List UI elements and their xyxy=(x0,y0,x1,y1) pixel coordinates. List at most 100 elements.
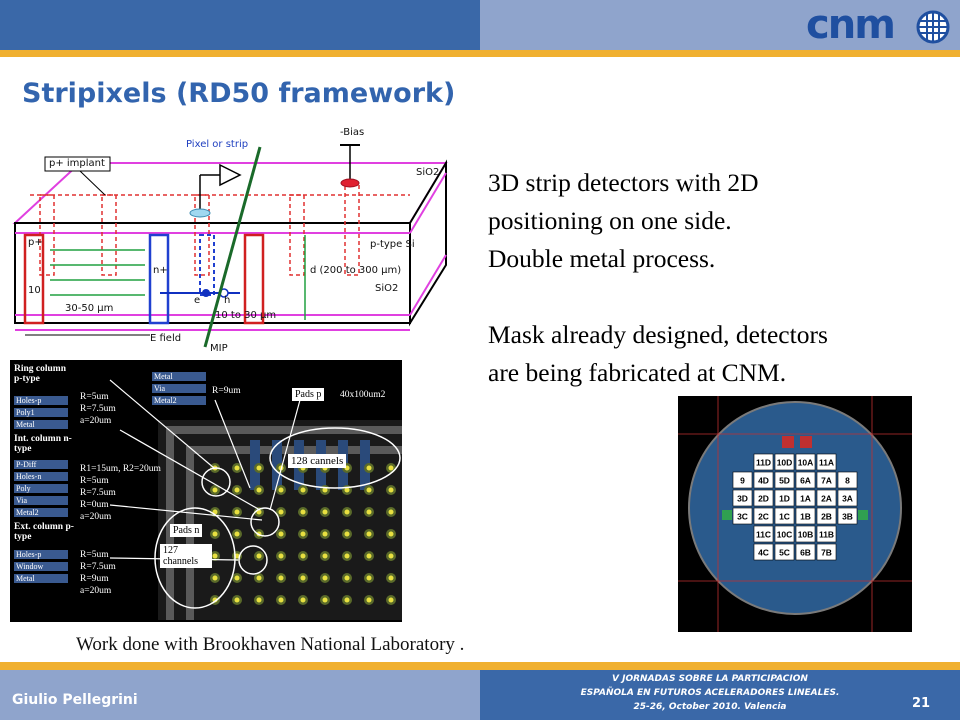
ten-label: 10 xyxy=(28,285,41,296)
wafer-cell-label: 1A xyxy=(800,494,811,504)
int-r0: R=0um xyxy=(80,500,109,510)
wafer-cell xyxy=(732,489,753,507)
ring-column-label: Ring column p-type xyxy=(14,364,66,384)
wafer-cell xyxy=(816,489,837,507)
wafer-cell-label: 5D xyxy=(779,476,790,486)
wafer-cell xyxy=(753,471,774,489)
slide-body: 3D strip detectors with 2D positioning o… xyxy=(488,164,928,392)
ring-r5: R=5um xyxy=(80,392,109,402)
author-name: Giulio Pellegrini xyxy=(12,692,138,708)
ext-r75: R=7.5um xyxy=(80,562,116,572)
int-r1: R1=15um, R2=20um xyxy=(80,464,161,474)
header-accent-line xyxy=(0,50,960,57)
conference-line: ESPAÑOLA EN FUTUROS ACELERADORES LINEALE… xyxy=(580,688,840,698)
wafer-cell-label: 11A xyxy=(819,458,834,468)
slide-title: Stripixels (RD50 framework) xyxy=(22,78,456,109)
efield-label: E field xyxy=(150,333,182,344)
wafer-cell xyxy=(837,471,858,489)
wafer-cell-label: 6A xyxy=(800,476,811,486)
pitch-label: 30-50 µm xyxy=(65,303,114,314)
pads-p-label: Pads p xyxy=(292,388,325,401)
wafer-cell xyxy=(795,543,816,561)
page-number: 21 xyxy=(912,696,931,711)
nplus-label: n+ xyxy=(153,265,168,276)
wafer-cell xyxy=(753,507,774,525)
legend-item: Metal2 xyxy=(152,396,206,405)
wafer-cell-label: 8 xyxy=(845,476,850,486)
wafer-cell-label: 6B xyxy=(800,548,811,558)
legend-item: Via xyxy=(14,496,68,505)
legend-item: Via xyxy=(152,384,206,393)
pplus-label: p+ xyxy=(28,237,43,248)
header-bar-left xyxy=(0,0,480,50)
int-a20: a=20um xyxy=(80,512,112,522)
wafer-cell xyxy=(816,453,837,471)
thickness-label: d (200 to 300 µm) xyxy=(310,265,402,276)
mask-drawing xyxy=(109,379,402,620)
wafer-cell-label: 7A xyxy=(821,476,832,486)
conference-line: V JORNADAS SOBRE LA PARTICIPACION xyxy=(612,674,808,684)
ext-r9: R=9um xyxy=(80,574,109,584)
legend-item: Metal xyxy=(14,574,68,583)
body-line: 3D strip detectors with 2D xyxy=(488,168,759,197)
legend-item: Window xyxy=(14,562,68,571)
ext-a20: a=20um xyxy=(80,586,112,596)
wafer-cell-label: 1C xyxy=(779,512,790,522)
ptype-label: p-type Si xyxy=(370,239,415,250)
wafer-cell-label: 10C xyxy=(777,530,793,540)
footer-bar-left xyxy=(0,670,480,720)
wafer-cell-label: 5C xyxy=(779,548,790,558)
pixel-dot-grid xyxy=(210,463,396,605)
wafer-cell xyxy=(795,525,816,543)
pads-n-label: Pads n xyxy=(170,524,203,537)
legend-item: Metal2 xyxy=(14,508,68,517)
wafer-cell-label: 11B xyxy=(819,530,834,540)
globe-icon xyxy=(916,10,950,44)
bias-label: -Bias xyxy=(340,127,365,138)
wafer-cell xyxy=(837,507,858,525)
cnm-logo: cnm xyxy=(806,2,952,48)
wafer-cell-label: 2C xyxy=(758,512,769,522)
body-line: are being fabricated at CNM. xyxy=(488,358,787,387)
logo-text: cnm xyxy=(806,2,896,48)
wafer-cell xyxy=(816,525,837,543)
body-line: Double metal process. xyxy=(488,244,716,273)
wafer-cell-label: 10B xyxy=(798,530,814,540)
diagram-drawing xyxy=(12,144,448,348)
ext-column-label: Ext. column p-type xyxy=(14,522,74,542)
legend-item: Poly xyxy=(14,484,68,493)
legend-item: Metal xyxy=(14,420,68,429)
conference-line: 25-26, October 2010. Valencia xyxy=(633,702,787,712)
header-bar-right xyxy=(480,0,960,50)
sio2-top-label: SiO2 xyxy=(416,167,440,178)
wafer-cell-label: 1D xyxy=(779,494,790,504)
wafer-cell xyxy=(816,543,837,561)
wafer-cell-label: 3B xyxy=(842,512,853,522)
wafer-cell xyxy=(732,507,753,525)
mask-layout-image: Holes-p Poly1 Metal P-Diff Holes-n Poly … xyxy=(10,360,402,622)
wafer-cell xyxy=(774,489,795,507)
legend-item: Holes-n xyxy=(14,472,68,481)
wafer-cell xyxy=(795,507,816,525)
wafer-cell xyxy=(774,543,795,561)
ext-r5: R=5um xyxy=(80,550,109,560)
ring-a20: a=20um xyxy=(80,416,112,426)
wafer-cell xyxy=(753,543,774,561)
wafer-cell-label: 2D xyxy=(758,494,769,504)
wafer-cell xyxy=(774,507,795,525)
conference-info: V JORNADAS SOBRE LA PARTICIPACION ESPAÑO… xyxy=(520,672,900,714)
caption: Work done with Brookhaven National Labor… xyxy=(76,634,465,655)
wafer-cell xyxy=(795,453,816,471)
sio2-bottom-label: SiO2 xyxy=(375,283,399,294)
wafer-cell-label: 2B xyxy=(821,512,832,522)
int-column-label: Int. column n-type xyxy=(14,434,72,454)
legend-item: Holes-p xyxy=(14,550,68,559)
body-line: Mask already designed, detectors xyxy=(488,320,828,349)
channels-127-label: 127 channels xyxy=(160,544,212,568)
pixel-label: Pixel or strip xyxy=(186,139,249,150)
wafer-cell xyxy=(774,453,795,471)
gap-label: 10 to 30 µm xyxy=(215,310,277,321)
wafer-cell xyxy=(816,471,837,489)
